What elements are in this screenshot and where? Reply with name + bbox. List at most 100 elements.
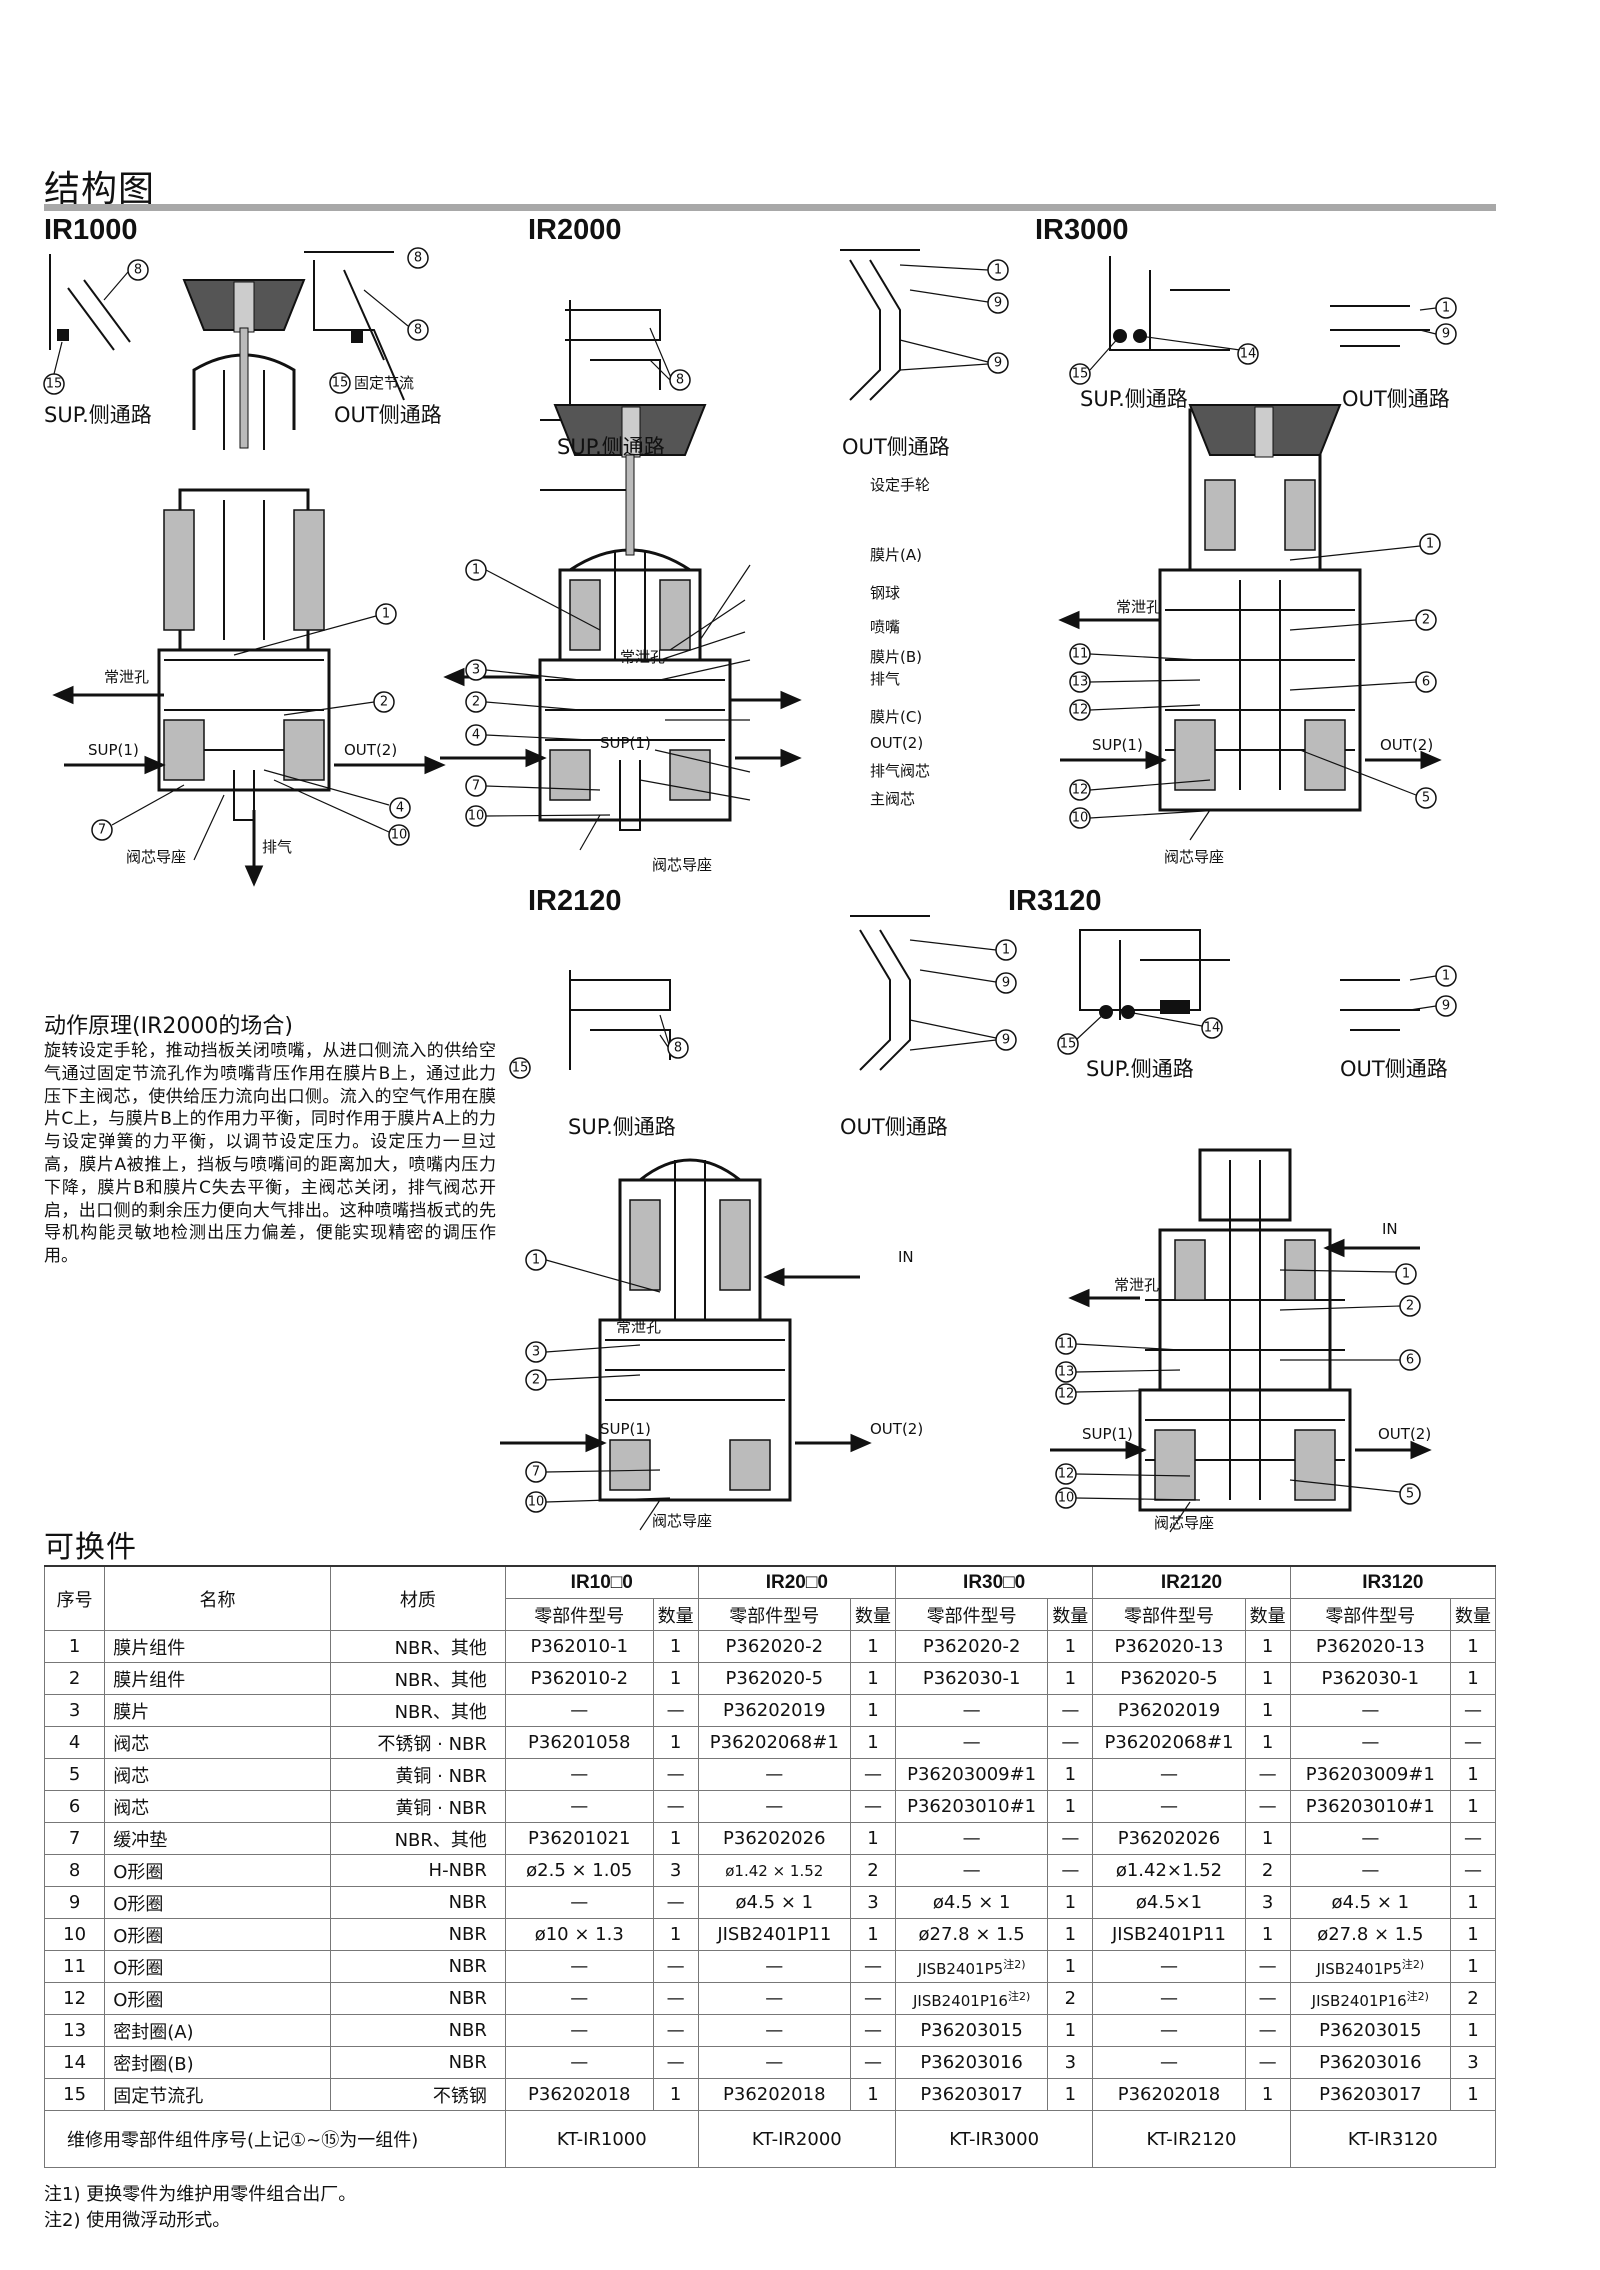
cell-qty: 2 [1449,1982,1497,2015]
cell-qty: 1 [652,1822,699,1855]
cell-qty: 1 [652,2078,699,2111]
cell-material: 黄铜 · NBR [329,1758,506,1791]
header-name: 名称 [104,1565,331,1631]
svg-text:9: 9 [1442,999,1450,1014]
cell-qty: 2 [1244,1854,1291,1887]
cell-material: 不锈钢 · NBR [329,1726,506,1759]
cell-no: 8 [43,1854,106,1887]
cell-part-no: JISB2401P5注2) [894,1950,1049,1983]
ir2120-in-label: IN [898,1248,914,1266]
parts-section-title: 可换件 [44,1530,137,1565]
cell-part-no: P362020-13 [1092,1630,1246,1663]
ir1000-out2-label: OUT(2) [344,741,397,759]
svg-text:10: 10 [468,809,485,824]
cell-part-no: P36203017 [894,2078,1049,2111]
ir2120-drawing: 158 199 132 710 SUP.侧通路 OUT侧通路 IN 常泄孔 SU… [500,915,1017,1531]
cell-qty: 1 [1047,1918,1094,1951]
cell-qty: 1 [1449,2078,1497,2111]
cell-qty: — [849,2046,896,2079]
svg-text:2: 2 [1406,1299,1414,1314]
cell-no: 15 [43,2078,106,2111]
ir3120-guide-label: 阀芯导座 [1154,1514,1214,1532]
principle-title: 动作原理(IR2000的场合) [44,1014,293,1039]
svg-text:1: 1 [994,263,1002,278]
ir3120-sup1-label: SUP(1) [1082,1425,1133,1443]
ir2000-bleed-label: 常泄孔 [620,648,665,666]
cell-qty: 1 [1449,1662,1497,1695]
svg-text:8: 8 [414,251,422,266]
model-label-ir2120: IR2120 [528,885,622,917]
cell-no: 2 [43,1662,106,1695]
cell-qty: — [849,1758,896,1791]
header-qty: 数量 [1449,1598,1497,1631]
cell-qty: — [1449,1822,1497,1855]
cell-qty: — [1244,2014,1291,2047]
kit-number: KT-IR3000 [894,2110,1094,2168]
cell-name: 缓冲垫 [104,1822,331,1855]
cell-qty: — [652,1694,699,1727]
cell-part-no: P36202018 [697,2078,851,2111]
cell-part-no: JISB2401P5注2) [1289,1950,1451,1983]
svg-text:9: 9 [994,356,1002,371]
cell-part-no: P36202018 [1092,2078,1246,2111]
cell-part-no: — [697,2046,851,2079]
svg-text:10: 10 [1058,1491,1075,1506]
cell-part-no: P362010-1 [504,1630,654,1663]
cell-no: 11 [43,1950,106,1983]
cell-qty: 2 [849,1854,896,1887]
cell-no: 5 [43,1758,106,1791]
cell-part-no: — [1289,1694,1451,1727]
ir3000-sup-side-label: SUP.侧通路 [1080,387,1188,411]
cell-part-no: P36202019 [1092,1694,1246,1727]
cell-qty: 1 [849,2078,896,2111]
svg-text:15: 15 [46,377,63,392]
svg-text:3: 3 [472,663,480,678]
cell-qty: — [652,1950,699,1983]
ir3120-out-side-label: OUT侧通路 [1340,1057,1448,1081]
cell-material: NBR [329,1918,506,1951]
ir3000-bleed-label: 常泄孔 [1116,598,1161,616]
ir3000-out-side-label: OUT侧通路 [1342,387,1450,411]
cell-part-no: — [504,1790,654,1823]
svg-text:1: 1 [1442,969,1450,984]
cell-no: 12 [43,1982,106,2015]
svg-text:2: 2 [1422,613,1430,628]
section-title: 结构图 [44,169,156,210]
cell-material: NBR、其他 [329,1694,506,1727]
cell-qty: — [1047,1726,1094,1759]
ir2120-guide-label: 阀芯导座 [652,1512,712,1530]
ir1000-exhaust-label: 排气 [262,838,292,856]
svg-text:2: 2 [532,1373,540,1388]
cell-qty: 1 [1244,1918,1291,1951]
ir2000-main-valve-label: 主阀芯 [870,790,915,808]
cell-part-no: — [504,1694,654,1727]
ir3120-bleed-label: 常泄孔 [1114,1276,1159,1294]
title-rule [44,204,1496,211]
cell-part-no: — [504,2046,654,2079]
ir3120-out2-label: OUT(2) [1378,1425,1431,1443]
cell-qty: 1 [1449,2014,1497,2047]
cell-qty: 1 [1244,1630,1291,1663]
cell-part-no: P36203017 [1289,2078,1451,2111]
header-model: IR3120 [1289,1565,1497,1599]
ir2120-out-side-label: OUT侧通路 [840,1115,948,1139]
cell-material: NBR [329,1886,506,1919]
header-part-no: 零部件型号 [1092,1598,1246,1631]
cell-name: O形圈 [104,1918,331,1951]
header-model: IR30□0 [894,1565,1094,1599]
svg-text:11: 11 [1058,1337,1075,1352]
ir2000-exhaust-valve-label: 排气阀芯 [870,762,930,780]
model-label-ir1000: IR1000 [44,214,138,246]
cell-part-no: ø27.8 × 1.5 [894,1918,1049,1951]
cell-name: 固定节流孔 [104,2078,331,2111]
